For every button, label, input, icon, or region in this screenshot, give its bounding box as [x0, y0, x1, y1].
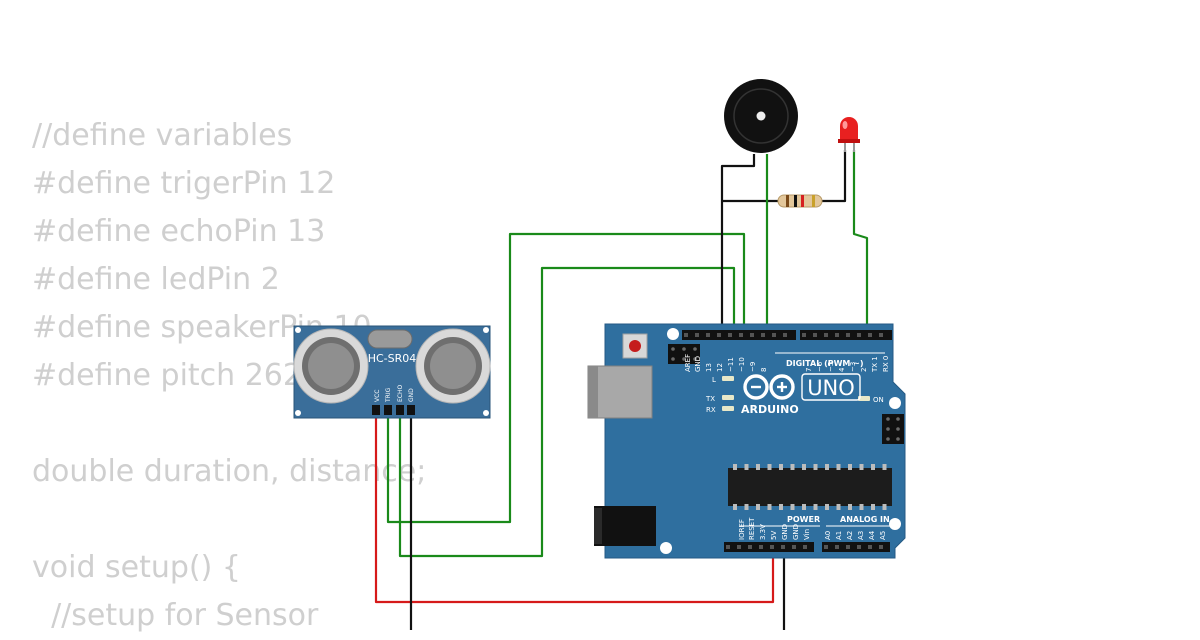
power-label: POWER: [787, 515, 820, 524]
digital-pin-label: TX 1: [871, 356, 879, 373]
analog-pin-label: A2: [846, 531, 854, 540]
power-pin-label: IOREF: [738, 519, 746, 540]
digital-pin-label: ~9: [749, 362, 757, 372]
resistor[interactable]: [777, 194, 823, 208]
power-pin-label: 5V: [770, 531, 778, 540]
sensor-pin-labels: VCC TRIG ECHO GND: [374, 385, 415, 403]
digital-pin-label: ~11: [727, 357, 735, 372]
board-brand-label: ARDUINO: [741, 403, 799, 416]
analog-pin-label: A3: [857, 531, 865, 540]
analog-header: [822, 542, 890, 552]
analog-label: ANALOG IN: [840, 515, 890, 524]
microcontroller-chip: [728, 464, 892, 510]
arduino-logo: [743, 374, 795, 400]
onboard-leds: L TX RX ON: [705, 376, 884, 414]
digital-pin-label: ~3: [849, 362, 857, 372]
power-pin-label: Vin: [803, 529, 811, 540]
code-line: #define ledPin 2: [32, 262, 280, 297]
led[interactable]: [838, 117, 860, 152]
onboard-led-label: TX: [705, 395, 715, 403]
analog-pin-label: A5: [879, 531, 887, 540]
transducer-right: [415, 328, 491, 404]
power-pin-label: RESET: [748, 517, 756, 540]
digital-pin-label: 7: [805, 368, 813, 372]
code-line: double duration, distance;: [32, 454, 427, 489]
wire-vcc-5v[interactable]: [374, 418, 775, 604]
code-line: void setup() {: [32, 550, 241, 585]
power-pin-label: GND: [781, 524, 789, 540]
sensor-pin-label: TRIG: [385, 387, 392, 403]
code-line: #define echoPin 13: [32, 214, 326, 249]
wire-trig-pin12[interactable]: [386, 232, 746, 524]
buzzer[interactable]: [724, 79, 798, 153]
digital-pin-label: RX 0: [882, 356, 890, 372]
power-pin-label: 3.3V: [759, 524, 767, 540]
code-line: //define variables: [32, 118, 293, 153]
code-line: #define pitch 262: [32, 358, 302, 393]
onboard-led-label: RX: [706, 406, 716, 414]
analog-pin-label: A4: [868, 530, 876, 540]
wire-buzzer-gnd[interactable]: [720, 154, 756, 336]
reset-button[interactable]: [622, 333, 648, 359]
digital-header-label: DIGITAL (PWM ~): [786, 359, 864, 368]
power-pin-label: GND: [792, 524, 800, 540]
sensor-pin-label: VCC: [374, 390, 381, 402]
digital-pin-label: AREF: [684, 354, 692, 372]
digital-pin-label: ~5: [827, 362, 835, 372]
board-model-label: UNO: [807, 376, 855, 400]
digital-pin-label: 8: [760, 368, 768, 372]
analog-pin-label: A0: [824, 531, 832, 540]
analog-pin-label: A1: [835, 531, 843, 540]
wire-resistor-led[interactable]: [822, 150, 847, 203]
sensor-pins: [372, 405, 415, 415]
sensor-pin-label: ECHO: [397, 385, 404, 402]
header-pin-dots: [684, 333, 883, 549]
digital-pin-label: GND: [694, 356, 702, 372]
onboard-led-label: L: [712, 376, 716, 384]
digital-pin-label: 2: [860, 368, 868, 372]
digital-pin-label: 13: [705, 363, 713, 372]
code-overlay: //define variables #define trigerPin 12 #d…: [32, 112, 426, 640]
transducer-left: [293, 328, 369, 404]
wire-led-pin2[interactable]: [852, 150, 869, 336]
digital-pin-label: 12: [716, 363, 724, 372]
digital-pin-label: ~6: [816, 361, 824, 372]
digital-pin-label: ~10: [738, 357, 746, 372]
crystal: [367, 329, 413, 349]
ultrasonic-sensor[interactable]: HC-SR04 VCC TRIG ECHO GND: [293, 325, 491, 419]
code-line: #define trigerPin 12: [32, 166, 336, 201]
sensor-pin-label: GND: [408, 388, 415, 402]
digital-pin-label: 4: [838, 367, 846, 372]
wire-echo-pin13[interactable]: [398, 266, 736, 558]
icsp-header-top: [668, 344, 700, 364]
power-header: [724, 542, 814, 552]
dc-jack: [594, 506, 656, 546]
code-line: //setup for Sensor: [32, 598, 319, 633]
wires: [374, 150, 869, 630]
icsp-header-right: [882, 414, 904, 444]
on-led-label: ON: [873, 396, 884, 404]
sensor-model-label: HC-SR04: [368, 352, 417, 365]
